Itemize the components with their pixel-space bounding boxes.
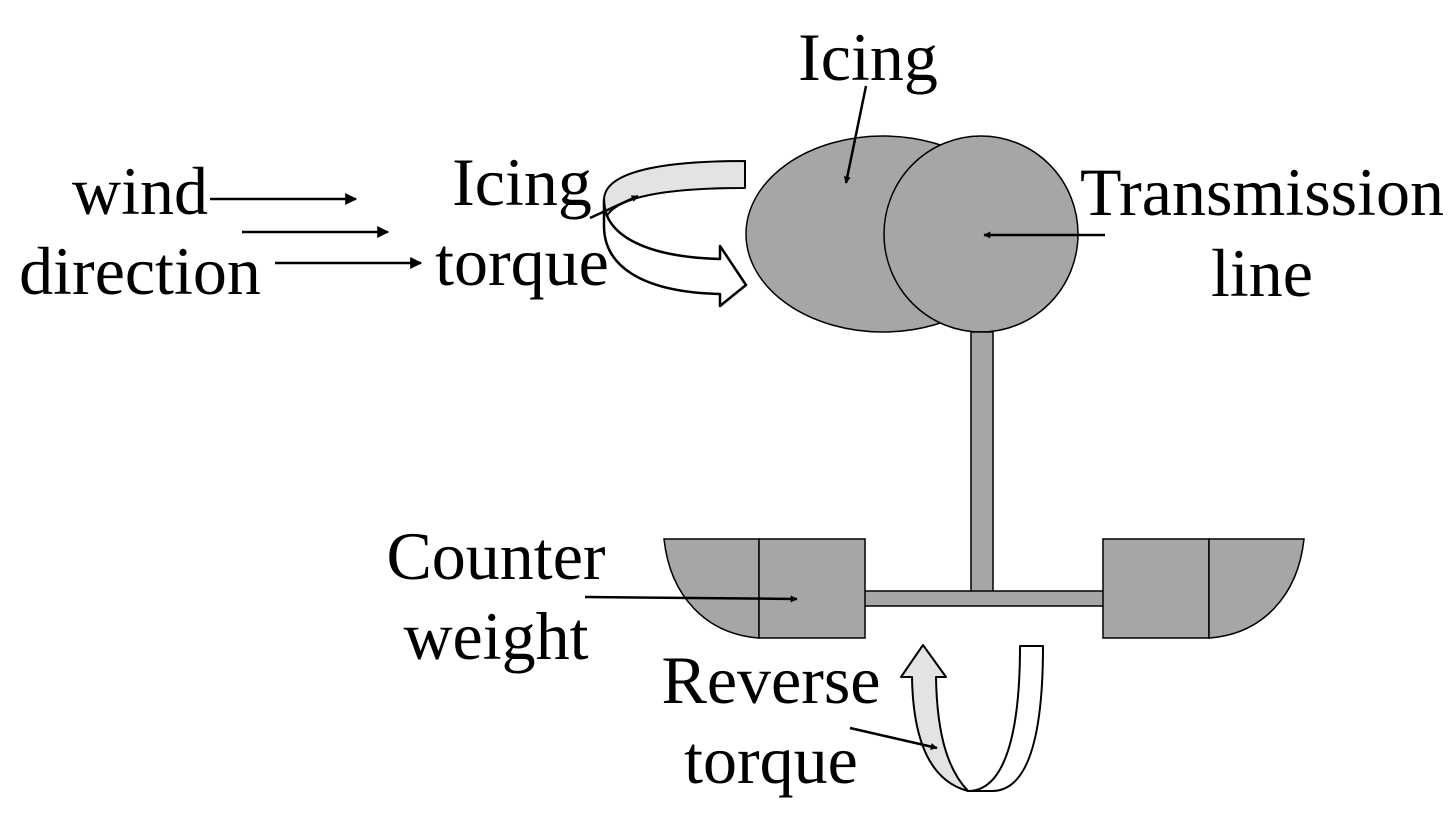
counterweight-left-half-round [663,538,760,639]
label-weight: weight [403,598,588,674]
icing-torque-arrow-head [602,198,748,308]
reverse-torque-pointer [849,726,938,750]
counterweight-right-block [1102,538,1210,639]
icing-torque-pointer [589,194,639,220]
reverse-torque-arrow-band [967,645,1044,792]
label-transmission: Transmission [1080,154,1444,230]
counterweight-right-half-round [1208,538,1305,639]
label-reverse: Reverse [661,642,880,718]
label-torque: torque [684,722,858,798]
labels: Icing wind direction Icing torque Transm… [19,19,1444,798]
label-wind: wind [72,153,208,229]
icing-torque-arrow [602,160,748,308]
label-icing-torque-1: Icing [452,144,592,220]
label-direction: direction [19,233,261,309]
vertical-rod [970,331,994,593]
icing-torque-arrow-band [603,160,746,227]
reverse-torque-arrow-head [900,644,969,792]
icing-pointer [843,85,868,184]
label-line: line [1211,235,1313,311]
horizontal-bar [863,590,1105,607]
counter-weight-pointer [584,595,798,603]
label-counter: Counter [386,518,605,594]
counterweight-left [663,538,866,639]
reverse-torque-arrow [900,644,1044,792]
pointer-arrows [584,85,1105,750]
wind-arrows [210,193,423,269]
label-icing-torque-2: torque [435,224,609,300]
counterweight-right [1102,538,1305,639]
label-icing: Icing [798,19,938,95]
counterweight-left-block [758,538,866,639]
